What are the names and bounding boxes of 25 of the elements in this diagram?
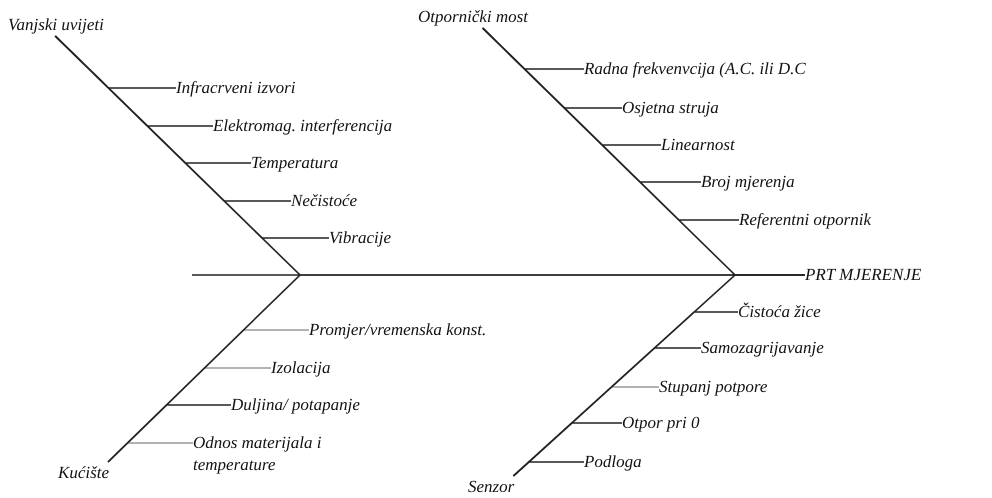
cause-label: Infracrveni izvori: [176, 77, 296, 99]
cause-label: Linearnost: [661, 134, 735, 156]
cause-label: Referentni otpornik: [739, 209, 872, 231]
cause-label: Broj mjerenja: [701, 171, 795, 193]
cause-label: Osjetna struja: [622, 97, 719, 119]
cause-label: Elektromag. interferencija: [213, 115, 392, 137]
cause-label: Samozagrijavanje: [701, 337, 824, 359]
category-label: Senzor: [468, 476, 514, 498]
category-label: Vanjski uvijeti: [8, 14, 104, 36]
bone-line: [512, 274, 805, 477]
category-label: Otpornički most: [418, 6, 528, 28]
effect-label: PRT MJERENJE: [805, 264, 922, 286]
category-label: Kućište: [58, 462, 109, 484]
cause-label: Vibracije: [329, 227, 391, 249]
cause-label: Izolacija: [271, 357, 330, 379]
cause-label: Podloga: [584, 451, 642, 473]
cause-label: Nečistoće: [291, 190, 358, 212]
cause-label: Odnos materijala i temperature: [193, 432, 358, 476]
cause-label: Otpor pri 0: [622, 412, 700, 434]
cause-label: Radna frekvenvcija (A.C. ili D.C: [584, 58, 806, 80]
cause-label: Temperatura: [251, 152, 338, 174]
cause-label: Čistoća žice: [738, 301, 821, 323]
cause-label: Duljina/ potapanje: [231, 394, 360, 416]
cause-label: Stupanj potpore: [659, 376, 768, 398]
cause-label: Promjer/vremenska konst.: [309, 319, 486, 341]
